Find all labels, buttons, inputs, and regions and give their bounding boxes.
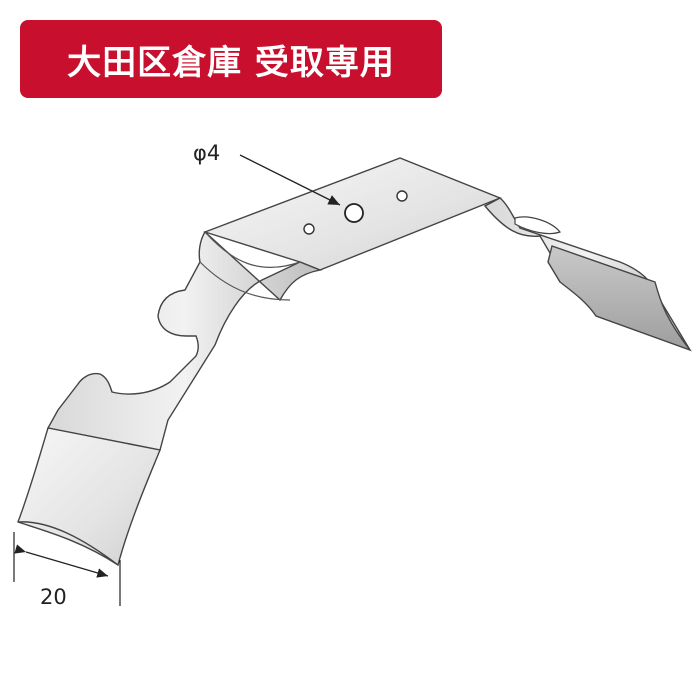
bracket-left-foot bbox=[17, 427, 161, 567]
bracket-left-fold bbox=[199, 231, 301, 301]
hole-small-left bbox=[303, 223, 315, 235]
hole-4mm bbox=[344, 203, 364, 223]
width-dimension-label: 20 bbox=[40, 585, 67, 609]
bracket-right-flange bbox=[547, 245, 693, 352]
hole-leader-arrow bbox=[239, 154, 341, 206]
dim-arrow-line bbox=[14, 544, 109, 578]
bracket-left-arm bbox=[46, 230, 323, 451]
bracket-right-slot bbox=[514, 216, 562, 235]
hole-small-right bbox=[396, 190, 408, 202]
warehouse-pickup-banner: 大田区倉庫 受取専用 bbox=[20, 20, 442, 98]
hole-diameter-label: φ4 bbox=[193, 141, 220, 165]
banner-label: 大田区倉庫 受取専用 bbox=[67, 42, 395, 83]
